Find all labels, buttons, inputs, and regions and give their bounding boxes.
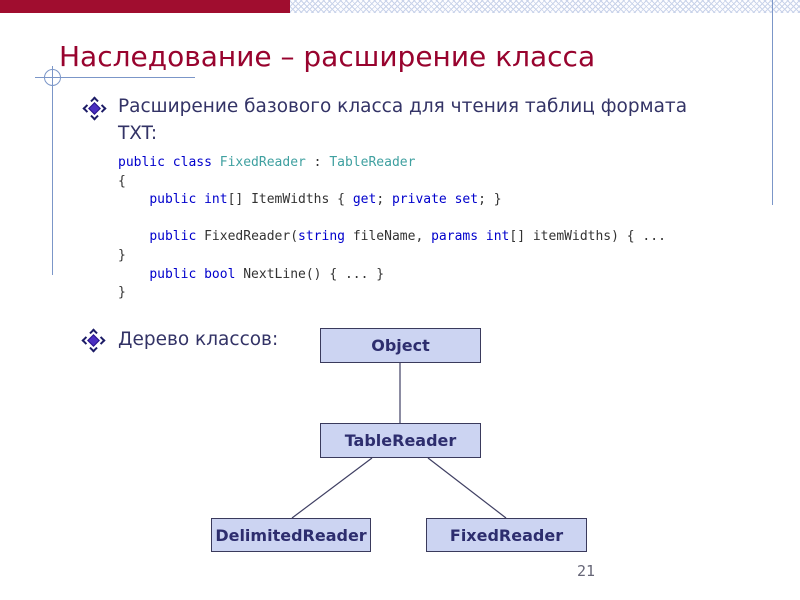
code-line: public int[] ItemWidths { get; private s… [149,192,502,208]
hatch-pattern-strip [290,0,800,13]
class-node-tablereader: TableReader [320,423,481,458]
diamond-bullet-icon [82,96,107,121]
code-line: public class FixedReader : TableReader [118,155,416,170]
code-line: public bool NextLine() { ... } [149,266,385,282]
code-line: public FixedReader(string fileName, para… [149,229,666,245]
bullet-item-extension: Расширение базового класса для чтения та… [118,93,778,147]
slide-title: Наследование – расширение класса [59,40,596,73]
code-line [118,210,788,229]
top-accent-bar [0,0,290,13]
code-line: { [118,173,126,189]
diamond-bullet-icon [81,328,106,353]
title-underline-rule [35,77,195,78]
left-rule-line [52,66,53,275]
bullet-line: TXT: [118,123,158,144]
code-block: public class FixedReader : TableReader{ … [118,154,788,303]
class-node-delimitedreader: DelimitedReader [211,518,371,552]
class-node-object: Object [320,328,481,363]
right-rule-line [772,0,773,205]
code-line: } [118,247,126,263]
bullet-line: Расширение базового класса для чтения та… [118,96,688,117]
bullet-line: Дерево классов: [118,329,279,350]
page-number: 21 [577,562,596,580]
code-line: } [118,285,126,301]
class-node-fixedreader: FixedReader [426,518,587,552]
crosshair-ornament-icon [44,69,61,86]
bullet-item-class-tree: Дерево классов: [118,326,378,353]
